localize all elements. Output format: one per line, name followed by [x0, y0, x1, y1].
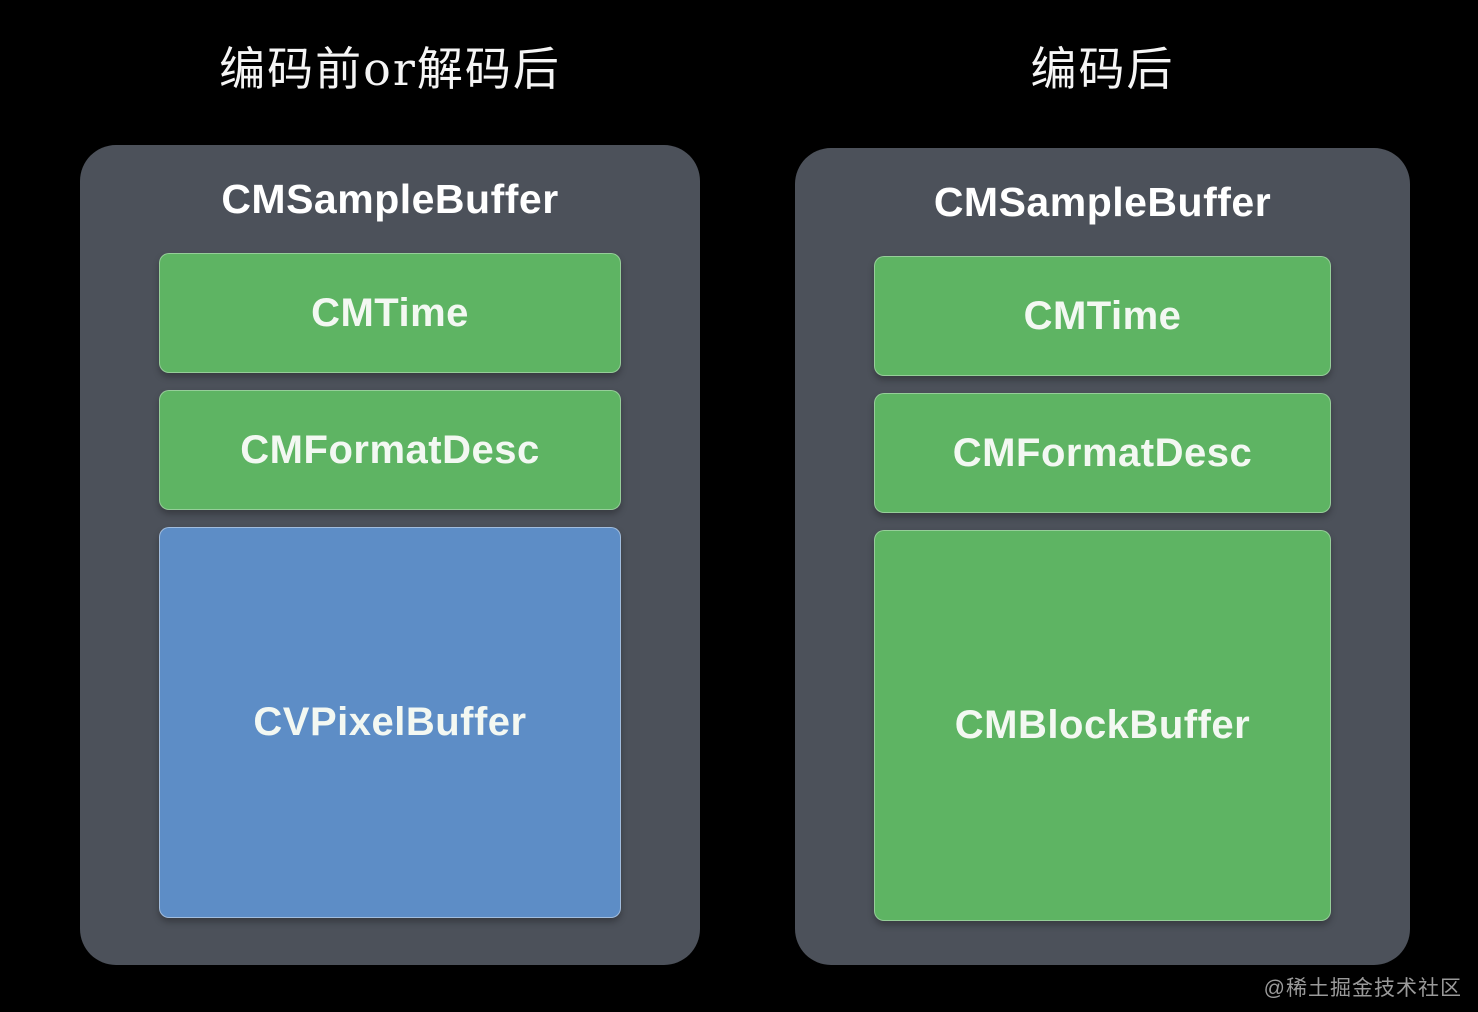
- cmtime-box: CMTime: [874, 256, 1331, 376]
- left-column-title: 编码前or解码后: [219, 42, 561, 96]
- sample-buffer-panel-decoded: CMSampleBuffer CMTime CMFormatDesc CVPix…: [80, 145, 700, 965]
- community-watermark: @稀土掘金技术社区: [1263, 977, 1462, 1000]
- cmblockbuffer-box: CMBlockBuffer: [874, 530, 1331, 921]
- panel-title-label: CMSampleBuffer: [221, 176, 559, 222]
- panel-title-label: CMSampleBuffer: [933, 179, 1272, 225]
- cmtime-box: CMTime: [159, 253, 621, 373]
- right-column-title: 编码后: [1030, 42, 1175, 96]
- cmformatdesc-box: CMFormatDesc: [874, 393, 1331, 513]
- cmformatdesc-box: CMFormatDesc: [159, 390, 621, 510]
- cvpixelbuffer-box: CVPixelBuffer: [159, 527, 621, 918]
- sample-buffer-panel-encoded: CMSampleBuffer CMTime CMFormatDesc CMBlo…: [795, 148, 1410, 965]
